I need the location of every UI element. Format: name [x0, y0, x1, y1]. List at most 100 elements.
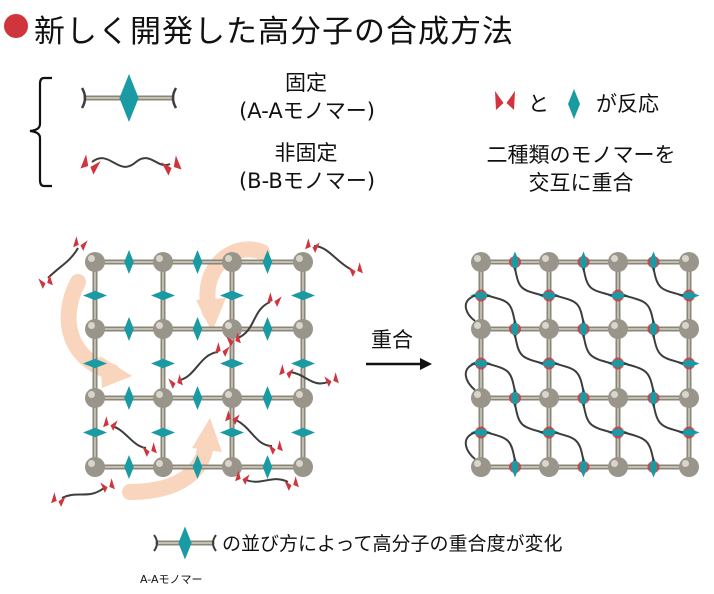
- sphere-highlight: [682, 460, 689, 467]
- teal-triangle: [481, 359, 492, 368]
- node-sphere: [608, 252, 628, 272]
- teal-triangle: [262, 329, 273, 341]
- sphere-highlight: [542, 255, 549, 262]
- teal-triangle: [607, 291, 618, 300]
- red-chevron-pair: [215, 342, 230, 357]
- rod-cap: [171, 87, 178, 109]
- teal-triangle: [192, 317, 203, 329]
- teal-triangle: [689, 428, 700, 437]
- teal-triangle: [262, 398, 273, 410]
- red-chevron-pair: [279, 364, 294, 379]
- node-sphere: [679, 388, 699, 408]
- teal-triangle: [262, 250, 273, 262]
- red-chevron-pair: [225, 410, 240, 425]
- unpolymerized-grid: [38, 236, 363, 507]
- chain: [245, 478, 289, 483]
- node-sphere: [539, 252, 559, 272]
- sphere-highlight: [542, 322, 549, 329]
- teal-triangle: [470, 359, 481, 368]
- chain: [652, 334, 684, 365]
- sphere-highlight: [542, 460, 549, 467]
- teal-triangle: [649, 387, 658, 398]
- teal-triangle: [83, 427, 95, 438]
- chain: [652, 267, 684, 297]
- footer-monomer-icon: [178, 526, 192, 543]
- chain: [486, 362, 516, 393]
- sphere-highlight: [88, 255, 95, 262]
- red-chevron-pair: [161, 155, 182, 176]
- teal-triangle: [538, 291, 549, 300]
- chain: [582, 403, 613, 434]
- sphere-highlight: [88, 391, 95, 398]
- node-sphere: [471, 319, 491, 339]
- polymerization-arrow-label: 重合: [371, 328, 413, 352]
- red-chevron-pair: [268, 440, 283, 455]
- teal-triangle: [192, 329, 203, 341]
- teal-triangle: [678, 291, 689, 300]
- teal-triangle: [95, 358, 107, 369]
- chain: [623, 362, 655, 393]
- fixed-monomer-icon: [119, 98, 139, 122]
- node-sphere: [153, 388, 173, 408]
- sphere-highlight: [474, 255, 481, 262]
- node-sphere: [471, 457, 491, 477]
- node-sphere: [471, 252, 491, 272]
- teal-triangle: [678, 359, 689, 368]
- red-chevron-pair: [103, 416, 118, 431]
- teal-triangle: [124, 398, 134, 410]
- red-chevron-pair: [142, 442, 157, 457]
- teal-triangle: [163, 427, 175, 438]
- teal-triangle: [607, 428, 618, 437]
- red-chevron-pair: [80, 154, 101, 175]
- polymerization-arrow: [366, 358, 432, 370]
- node-sphere: [153, 319, 173, 339]
- node-sphere: [539, 388, 559, 408]
- sphere-highlight: [225, 460, 232, 467]
- page-title: 新しく開発した高分子の合成方法: [34, 14, 514, 50]
- node-sphere: [85, 319, 105, 339]
- teal-triangle: [83, 358, 95, 369]
- fixed-monomer-icon: [119, 74, 139, 98]
- chain: [91, 157, 171, 168]
- red-chevron-pair: [38, 274, 53, 289]
- teal-triangle: [95, 290, 107, 301]
- sphere-highlight: [156, 322, 163, 329]
- teal-triangle: [232, 290, 244, 301]
- teal-triangle: [510, 318, 520, 329]
- teal-triangle: [618, 428, 629, 437]
- teal-triangle: [649, 467, 658, 478]
- teal-triangle: [232, 427, 244, 438]
- teal-triangle: [649, 262, 658, 273]
- footer-small-caption: A-Aモノマー: [140, 573, 203, 586]
- teal-triangle: [303, 358, 315, 369]
- teal-triangle: [689, 359, 700, 368]
- teal-triangle: [510, 456, 520, 467]
- chain: [582, 334, 613, 365]
- reaction-and-text: と: [528, 92, 549, 116]
- sphere-highlight: [611, 322, 618, 329]
- node-sphere: [222, 319, 242, 339]
- reaction-text: が反応: [596, 92, 659, 116]
- sphere-highlight: [474, 322, 481, 329]
- teal-triangle: [124, 467, 134, 479]
- sphere-highlight: [156, 391, 163, 398]
- teal-triangle: [538, 359, 549, 368]
- teal-triangle: [192, 467, 203, 479]
- teal-triangle: [262, 262, 273, 274]
- teal-triangle: [220, 290, 232, 301]
- node-sphere: [85, 457, 105, 477]
- chain: [486, 294, 516, 324]
- sphere-highlight: [296, 322, 303, 329]
- chain: [111, 425, 147, 449]
- red-chevron-pair: [73, 236, 88, 251]
- title-bullet-dot: [4, 14, 28, 38]
- teal-triangle: [649, 251, 658, 262]
- alternating-text-line2: 交互に重合: [528, 171, 634, 195]
- teal-triangle: [470, 428, 481, 437]
- rod-cap: [80, 87, 87, 109]
- teal-triangle: [291, 290, 303, 301]
- teal-triangle-icon: [568, 89, 580, 104]
- node-sphere: [222, 252, 242, 272]
- footer-monomer-icon: [178, 543, 192, 560]
